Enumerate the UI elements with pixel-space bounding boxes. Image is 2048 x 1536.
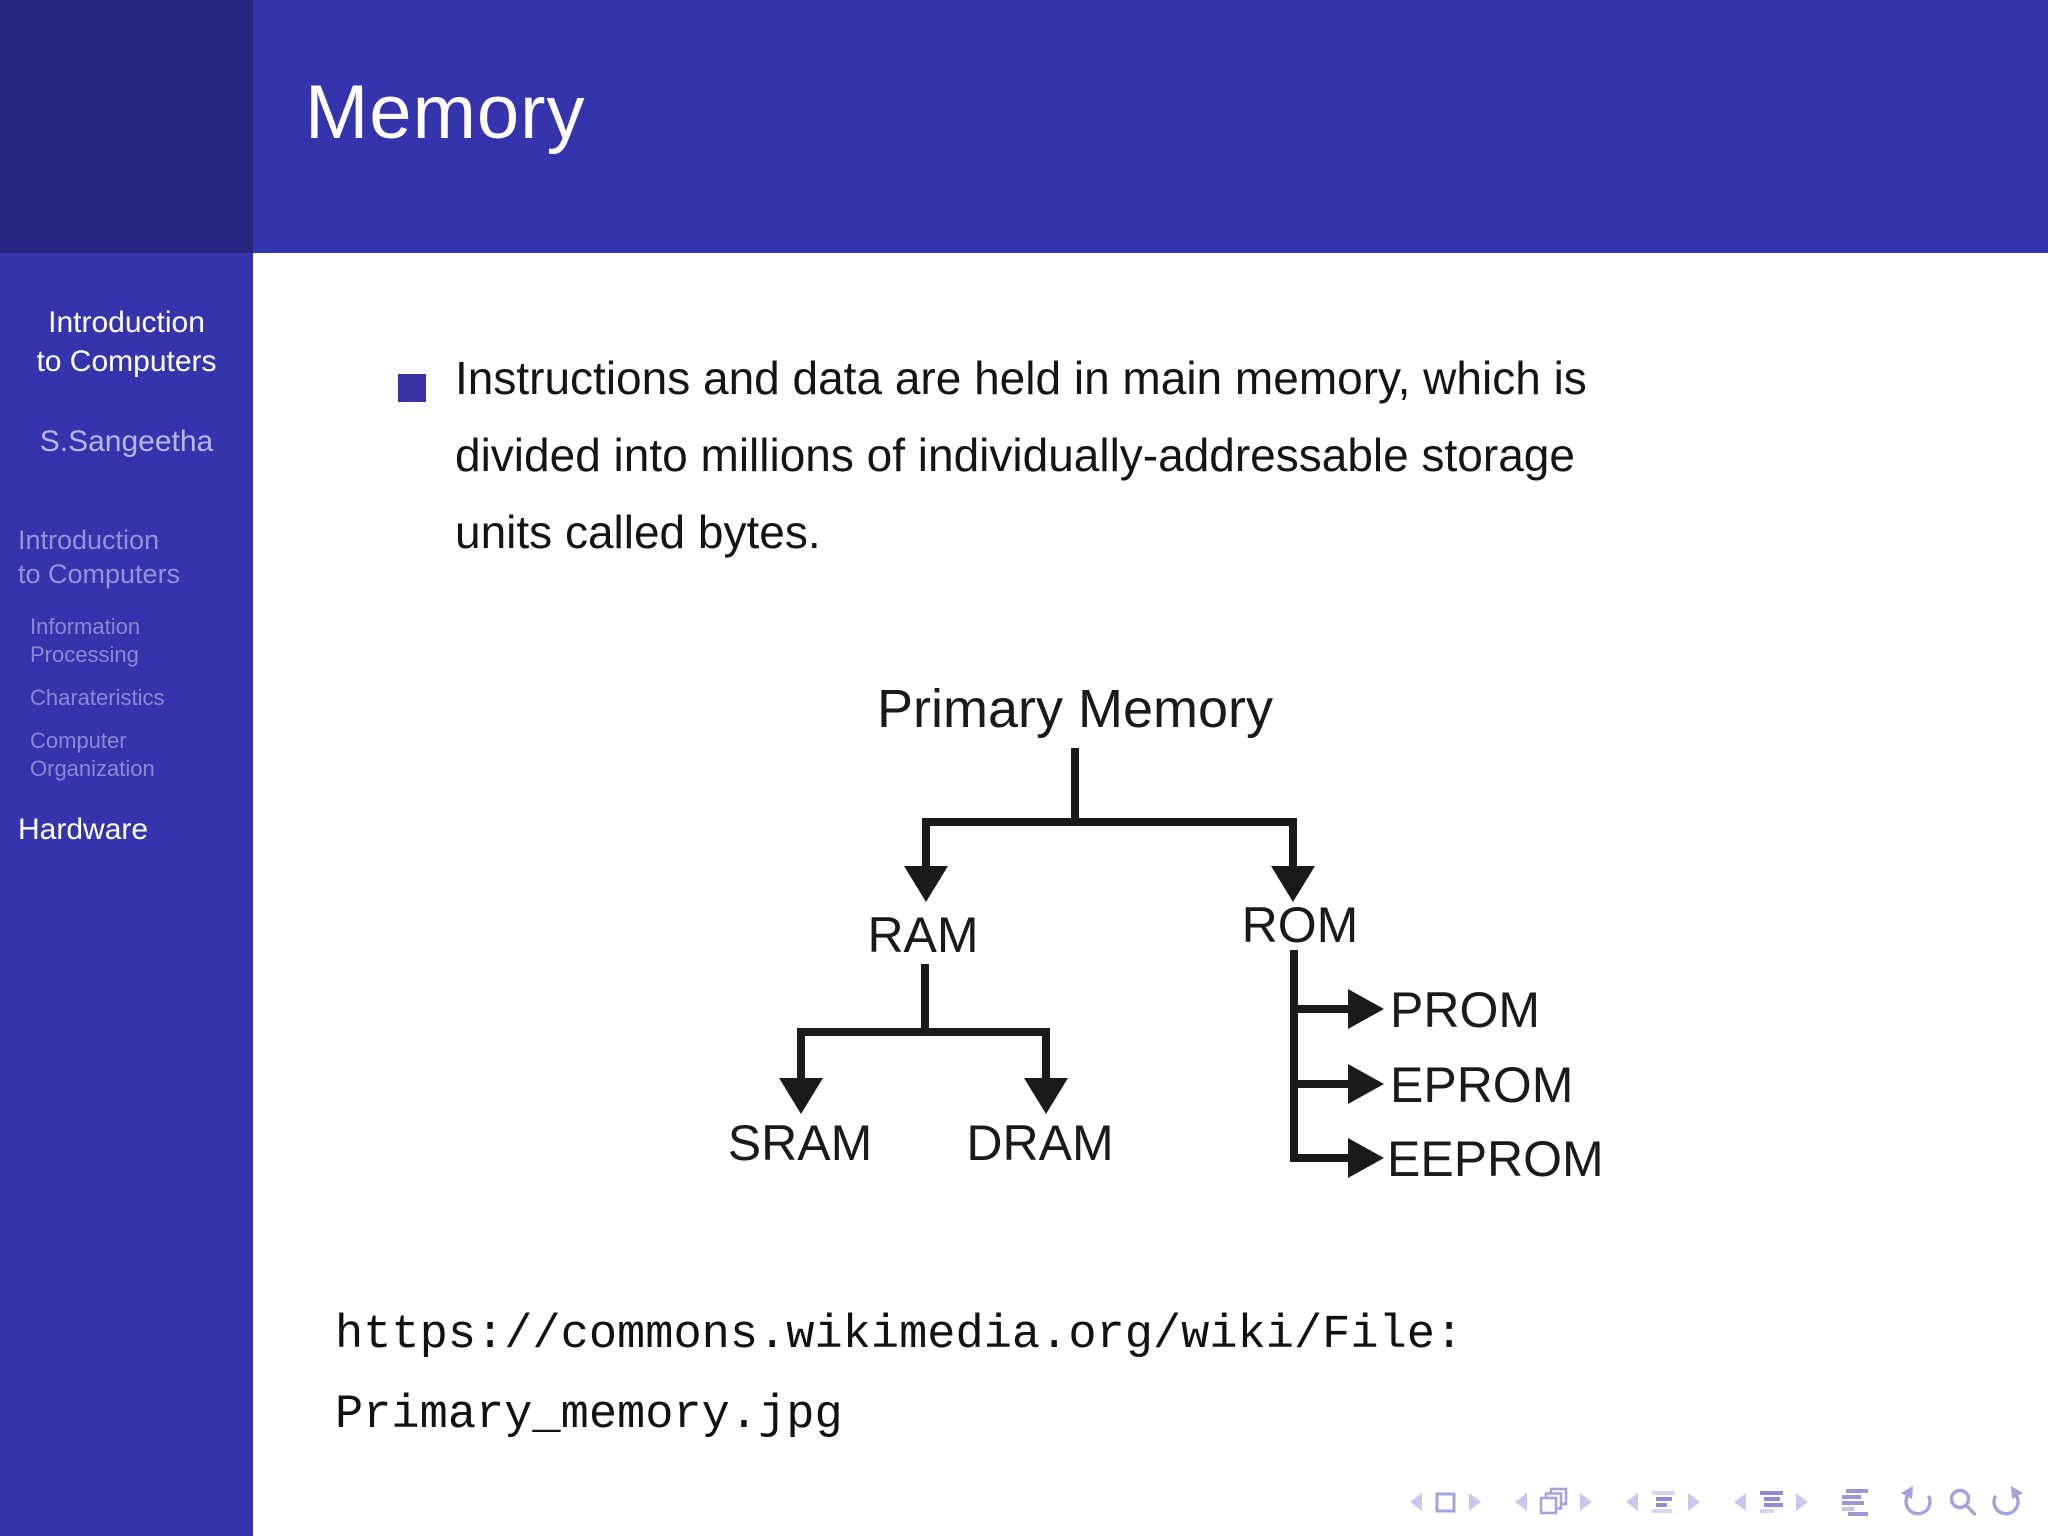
sidebar-item-computer-organization[interactable]: Computer Organization bbox=[30, 728, 155, 781]
subsection-nav-group bbox=[1732, 1489, 1810, 1515]
bullet-text: Instructions and data are held in main m… bbox=[455, 352, 1587, 558]
diagram-label-eprom: EPROM bbox=[1390, 1057, 1573, 1113]
prev-section-icon[interactable] bbox=[1624, 1491, 1640, 1513]
next-section-icon[interactable] bbox=[1686, 1491, 1702, 1513]
search-icon[interactable] bbox=[1947, 1487, 1977, 1517]
frame-stack-icon[interactable] bbox=[1538, 1487, 1569, 1517]
diagram-label-prom: PROM bbox=[1390, 982, 1540, 1038]
diagram-label-primary-memory: Primary Memory bbox=[877, 679, 1273, 739]
source-url[interactable]: https://commons.wikimedia.org/wiki/File:… bbox=[335, 1309, 1464, 1442]
subsection-toc-icon[interactable] bbox=[1757, 1489, 1785, 1515]
sidebar-item-charateristics[interactable]: Charateristics bbox=[30, 685, 165, 710]
slide-nav-group bbox=[1408, 1490, 1483, 1515]
beamer-nav-bar bbox=[1408, 1486, 2024, 1518]
slide-icon[interactable] bbox=[1433, 1490, 1458, 1515]
frame-nav-group bbox=[1513, 1487, 1594, 1517]
sidebar-item-information-processing[interactable]: Information Processing bbox=[30, 614, 141, 667]
memory-diagram: Primary Memory RAM SRAM DRAM ROM PROM EP… bbox=[728, 679, 1604, 1187]
diagram-label-ram: RAM bbox=[867, 907, 978, 963]
undo-navigation-icon[interactable] bbox=[1900, 1486, 1934, 1518]
sidebar: Introduction to Computers S.Sangeetha In… bbox=[0, 253, 253, 1536]
next-subsection-icon[interactable] bbox=[1794, 1491, 1810, 1513]
diagram-label-sram: SRAM bbox=[728, 1115, 872, 1171]
prev-frame-icon[interactable] bbox=[1513, 1491, 1529, 1513]
section-nav-group bbox=[1624, 1489, 1702, 1515]
bullet-item: Instructions and data are held in main m… bbox=[398, 340, 1878, 571]
diagram-label-dram: DRAM bbox=[966, 1115, 1113, 1171]
prev-subsection-icon[interactable] bbox=[1732, 1491, 1748, 1513]
bullet-icon bbox=[398, 374, 426, 402]
sidebar-item-hardware[interactable]: Hardware bbox=[18, 813, 149, 846]
sidebar-item-introduction-to-computers[interactable]: Introduction to Computers bbox=[18, 525, 181, 589]
header-bar: Memory bbox=[253, 0, 2048, 253]
redo-navigation-icon[interactable] bbox=[1990, 1486, 2024, 1518]
presentation-title: Introduction to Computers bbox=[36, 306, 217, 378]
document-toc-icon[interactable] bbox=[1840, 1488, 1870, 1516]
sidebar-toc: Introduction to Computers Information Pr… bbox=[0, 523, 253, 849]
diagram-label-rom: ROM bbox=[1242, 897, 1359, 953]
section-toc-icon[interactable] bbox=[1649, 1489, 1677, 1515]
history-nav-group bbox=[1900, 1486, 2024, 1518]
next-slide-icon[interactable] bbox=[1467, 1491, 1483, 1513]
diagram-label-eeprom: EEPROM bbox=[1387, 1131, 1604, 1187]
prev-slide-icon[interactable] bbox=[1408, 1491, 1424, 1513]
page-title: Memory bbox=[305, 70, 586, 155]
corner-block bbox=[0, 0, 253, 253]
author-name: S.Sangeetha bbox=[39, 425, 214, 458]
next-frame-icon[interactable] bbox=[1578, 1491, 1594, 1513]
